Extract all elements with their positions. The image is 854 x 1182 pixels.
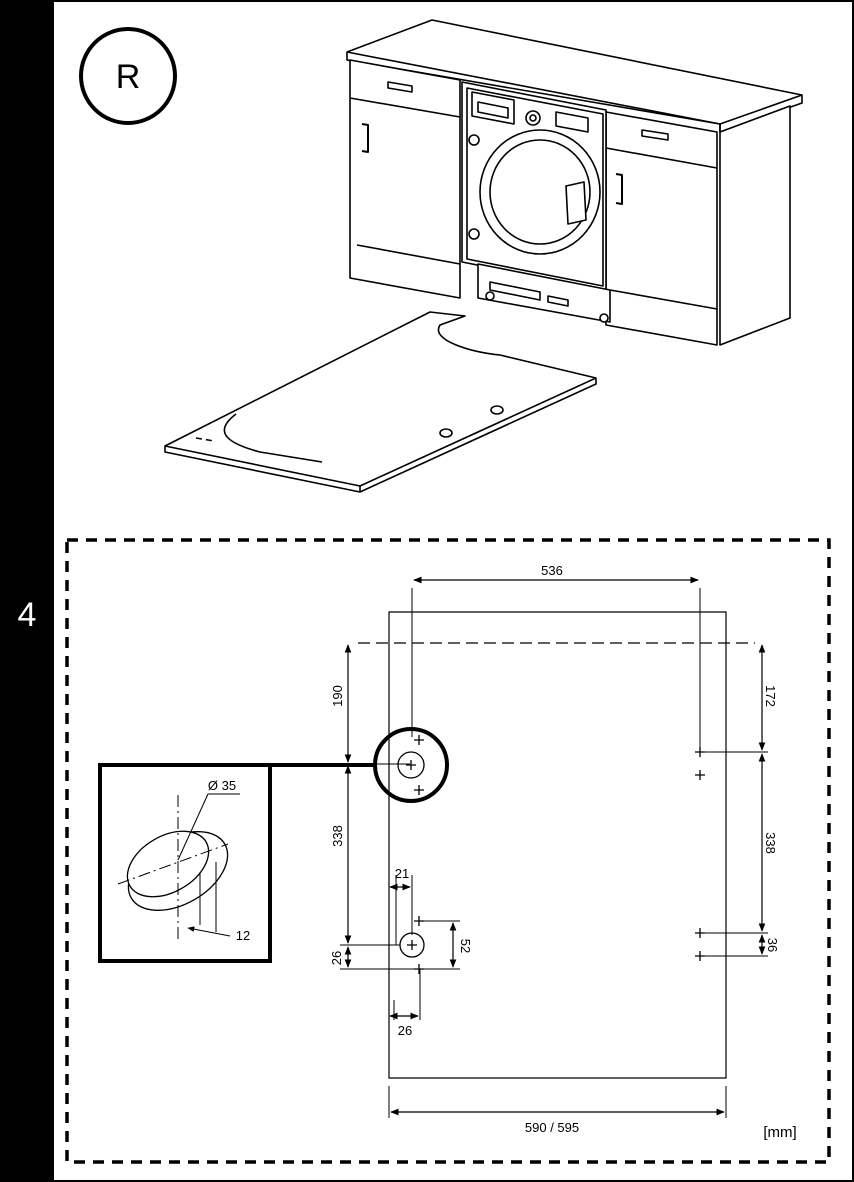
label-left-338: 338 (330, 825, 345, 847)
step-sidebar (0, 0, 54, 1182)
page-frame (54, 0, 854, 1182)
step-number: 4 (17, 596, 37, 634)
cabinet-illustration (346, 19, 803, 346)
detail-box (98, 763, 376, 963)
template-dashed-frame (65, 538, 831, 1164)
hole-upper (397, 751, 425, 779)
label-width: 590 / 595 (525, 1120, 579, 1135)
variant-badge-label: R (116, 58, 141, 96)
label-right-172: 172 (763, 685, 778, 707)
label-right-338: 338 (763, 832, 778, 854)
dimension-labels: 536 190 338 26 172 338 36 21 52 26 590 /… (208, 563, 797, 1141)
label-diameter: Ø 35 (208, 778, 236, 793)
hole-lower (399, 932, 425, 958)
label-21: 21 (395, 866, 409, 881)
label-26-bottom: 26 (398, 1023, 412, 1038)
label-depth: 12 (236, 928, 250, 943)
label-right-36: 36 (765, 938, 780, 952)
label-left-190: 190 (330, 685, 345, 707)
units-label: [mm] (763, 1124, 796, 1141)
variant-badge: R (79, 27, 177, 125)
floor-template (164, 311, 597, 493)
appliance-outline (358, 611, 755, 1079)
label-536: 536 (541, 563, 563, 578)
label-left-26: 26 (329, 951, 344, 965)
mounting-holes (373, 727, 705, 974)
label-52: 52 (458, 939, 473, 953)
